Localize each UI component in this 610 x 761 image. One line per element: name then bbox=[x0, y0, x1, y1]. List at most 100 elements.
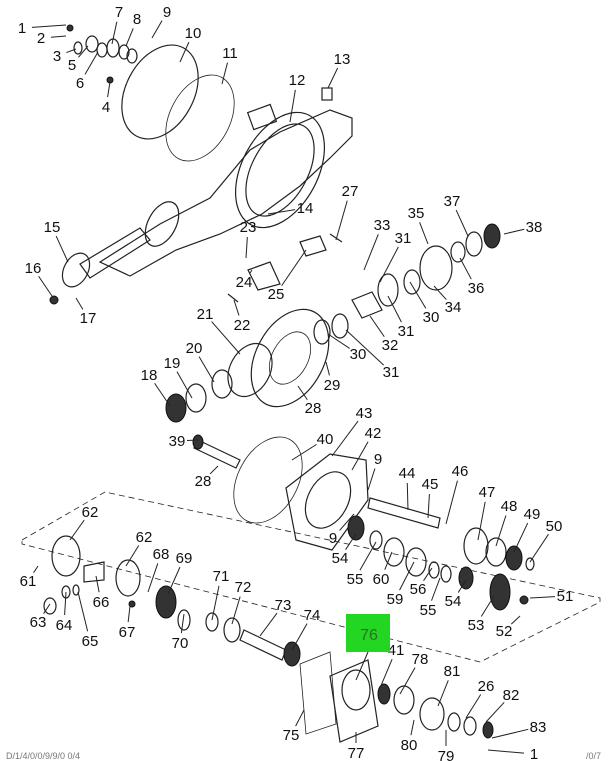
callout-7[interactable]: 7 bbox=[115, 4, 123, 21]
callout-82[interactable]: 82 bbox=[503, 687, 520, 704]
leader-line-47 bbox=[477, 501, 486, 541]
callout-20[interactable]: 20 bbox=[186, 340, 203, 357]
callout-9b[interactable]: 9 bbox=[374, 451, 382, 468]
callout-80[interactable]: 80 bbox=[401, 737, 418, 754]
callout-54a[interactable]: 54 bbox=[332, 550, 349, 567]
callout-5[interactable]: 5 bbox=[68, 57, 76, 74]
callout-1a[interactable]: 1 bbox=[18, 20, 26, 37]
callout-79[interactable]: 79 bbox=[438, 748, 455, 761]
callout-62b[interactable]: 62 bbox=[136, 529, 153, 546]
callout-68[interactable]: 68 bbox=[153, 546, 170, 563]
callout-34[interactable]: 34 bbox=[445, 299, 462, 316]
callout-41[interactable]: 41 bbox=[388, 642, 405, 659]
callout-36[interactable]: 36 bbox=[468, 280, 485, 297]
callout-31c[interactable]: 31 bbox=[383, 364, 400, 381]
callout-28b[interactable]: 28 bbox=[195, 473, 212, 490]
callout-48[interactable]: 48 bbox=[501, 498, 518, 515]
callout-69[interactable]: 69 bbox=[176, 550, 193, 567]
callout-30a[interactable]: 30 bbox=[423, 309, 440, 326]
callout-59[interactable]: 59 bbox=[387, 591, 404, 608]
callout-56[interactable]: 56 bbox=[410, 581, 427, 598]
callout-74[interactable]: 74 bbox=[304, 607, 321, 624]
callout-73[interactable]: 73 bbox=[275, 597, 292, 614]
callout-63[interactable]: 63 bbox=[30, 614, 47, 631]
callout-12[interactable]: 12 bbox=[289, 72, 306, 89]
callout-50[interactable]: 50 bbox=[546, 518, 563, 535]
callout-47[interactable]: 47 bbox=[479, 484, 496, 501]
callout-1b[interactable]: 1 bbox=[530, 746, 538, 761]
callout-19[interactable]: 19 bbox=[164, 355, 181, 372]
callout-38[interactable]: 38 bbox=[526, 219, 543, 236]
callout-9c[interactable]: 9 bbox=[329, 530, 337, 547]
callout-55a[interactable]: 55 bbox=[347, 571, 364, 588]
callout-52[interactable]: 52 bbox=[496, 623, 513, 640]
callout-31a[interactable]: 31 bbox=[395, 230, 412, 247]
leader-line-24 bbox=[249, 269, 253, 274]
callout-78[interactable]: 78 bbox=[412, 651, 429, 668]
callout-62a[interactable]: 62 bbox=[82, 504, 99, 521]
callout-11[interactable]: 11 bbox=[222, 45, 238, 62]
callout-81[interactable]: 81 bbox=[444, 663, 461, 680]
callout-71[interactable]: 71 bbox=[213, 568, 230, 585]
callout-26[interactable]: 26 bbox=[478, 678, 495, 695]
callout-45[interactable]: 45 bbox=[422, 476, 439, 493]
callout-27[interactable]: 27 bbox=[342, 183, 359, 200]
callout-31b[interactable]: 31 bbox=[398, 323, 415, 340]
callout-6[interactable]: 6 bbox=[76, 75, 84, 92]
callout-21[interactable]: 21 bbox=[197, 306, 214, 323]
leader-line-11 bbox=[221, 62, 228, 85]
callout-42[interactable]: 42 bbox=[365, 425, 382, 442]
callout-53[interactable]: 53 bbox=[468, 617, 485, 634]
callout-32[interactable]: 32 bbox=[382, 337, 399, 354]
callout-29[interactable]: 29 bbox=[324, 377, 341, 394]
callout-44[interactable]: 44 bbox=[399, 465, 416, 482]
callout-9a[interactable]: 9 bbox=[163, 4, 171, 21]
callout-15[interactable]: 15 bbox=[44, 219, 61, 236]
callout-14[interactable]: 14 bbox=[297, 200, 314, 217]
callout-23[interactable]: 23 bbox=[240, 219, 257, 236]
callout-55b[interactable]: 55 bbox=[420, 602, 437, 619]
callout-17[interactable]: 17 bbox=[80, 310, 97, 327]
callout-24[interactable]: 24 bbox=[236, 274, 253, 291]
rear-cover-group bbox=[299, 651, 494, 743]
callout-64[interactable]: 64 bbox=[56, 617, 73, 634]
leader-line-71 bbox=[211, 585, 220, 621]
callout-28a[interactable]: 28 bbox=[305, 400, 322, 417]
callout-65[interactable]: 65 bbox=[82, 633, 99, 650]
callout-72[interactable]: 72 bbox=[235, 579, 252, 596]
callout-66[interactable]: 66 bbox=[93, 594, 110, 611]
callout-2[interactable]: 2 bbox=[37, 30, 45, 47]
callout-54b[interactable]: 54 bbox=[445, 593, 462, 610]
callout-22[interactable]: 22 bbox=[234, 317, 251, 334]
callout-4[interactable]: 4 bbox=[102, 99, 110, 116]
callout-77[interactable]: 77 bbox=[348, 745, 365, 761]
callout-60[interactable]: 60 bbox=[373, 571, 390, 588]
callout-75[interactable]: 75 bbox=[283, 727, 300, 744]
callout-67[interactable]: 67 bbox=[119, 624, 136, 641]
highlighted-callout[interactable]: 76 bbox=[346, 614, 390, 681]
callout-30b[interactable]: 30 bbox=[350, 346, 367, 363]
callout-35[interactable]: 35 bbox=[408, 205, 425, 222]
callout-40[interactable]: 40 bbox=[317, 431, 334, 448]
callout-46[interactable]: 46 bbox=[452, 463, 469, 480]
callout-3[interactable]: 3 bbox=[53, 48, 61, 65]
callout-49[interactable]: 49 bbox=[524, 506, 541, 523]
highlight-box[interactable] bbox=[346, 614, 390, 652]
callout-18[interactable]: 18 bbox=[141, 367, 158, 384]
callout-43[interactable]: 43 bbox=[356, 405, 373, 422]
callout-83[interactable]: 83 bbox=[530, 719, 547, 736]
callout-37[interactable]: 37 bbox=[444, 193, 461, 210]
callout-70[interactable]: 70 bbox=[172, 635, 189, 652]
callout-16[interactable]: 16 bbox=[25, 260, 42, 277]
leader-line-72 bbox=[231, 596, 241, 625]
callout-8[interactable]: 8 bbox=[133, 11, 141, 28]
callout-39[interactable]: 39 bbox=[169, 433, 186, 450]
leader-line-1a bbox=[31, 24, 67, 28]
callout-33[interactable]: 33 bbox=[374, 217, 391, 234]
callout-51[interactable]: 51 bbox=[557, 588, 574, 605]
callout-25[interactable]: 25 bbox=[268, 286, 285, 303]
callout-13[interactable]: 13 bbox=[334, 51, 351, 68]
callout-10[interactable]: 10 bbox=[185, 25, 202, 42]
leader-line-14 bbox=[267, 209, 296, 215]
callout-61[interactable]: 61 bbox=[20, 573, 37, 590]
